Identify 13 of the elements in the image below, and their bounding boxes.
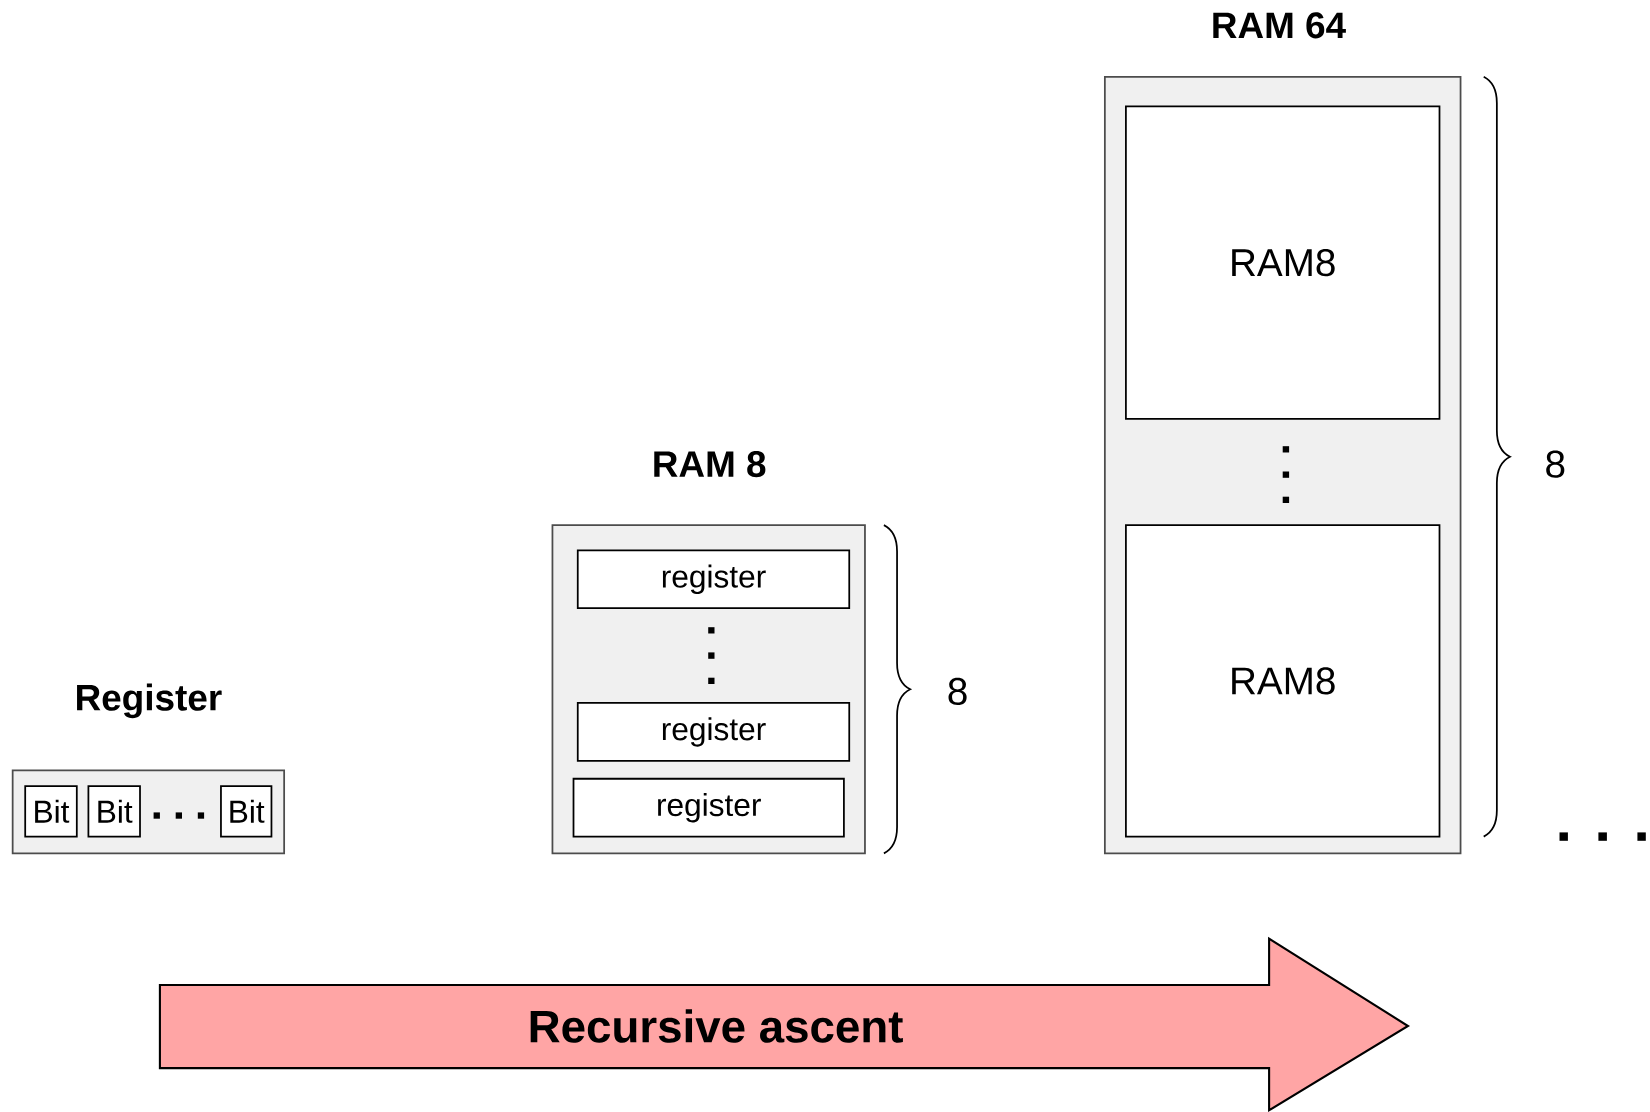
ram8-box: RAM8 bbox=[1125, 105, 1441, 420]
box-heading: Register bbox=[77, 683, 222, 719]
register-box: register bbox=[572, 777, 845, 838]
bit-box: Bit bbox=[220, 785, 273, 838]
ram8-box: RAM8 bbox=[1125, 524, 1441, 838]
count-label: 8 bbox=[1546, 450, 1565, 478]
register-box: register bbox=[576, 701, 851, 762]
bit-box: Bit bbox=[87, 785, 141, 838]
box-heading: RAM 8 bbox=[654, 450, 766, 478]
count-label: 8 bbox=[948, 677, 967, 705]
box-heading: RAM 64 bbox=[1213, 12, 1346, 39]
register-box: register bbox=[576, 549, 851, 609]
bit-box: Bit bbox=[24, 785, 78, 838]
